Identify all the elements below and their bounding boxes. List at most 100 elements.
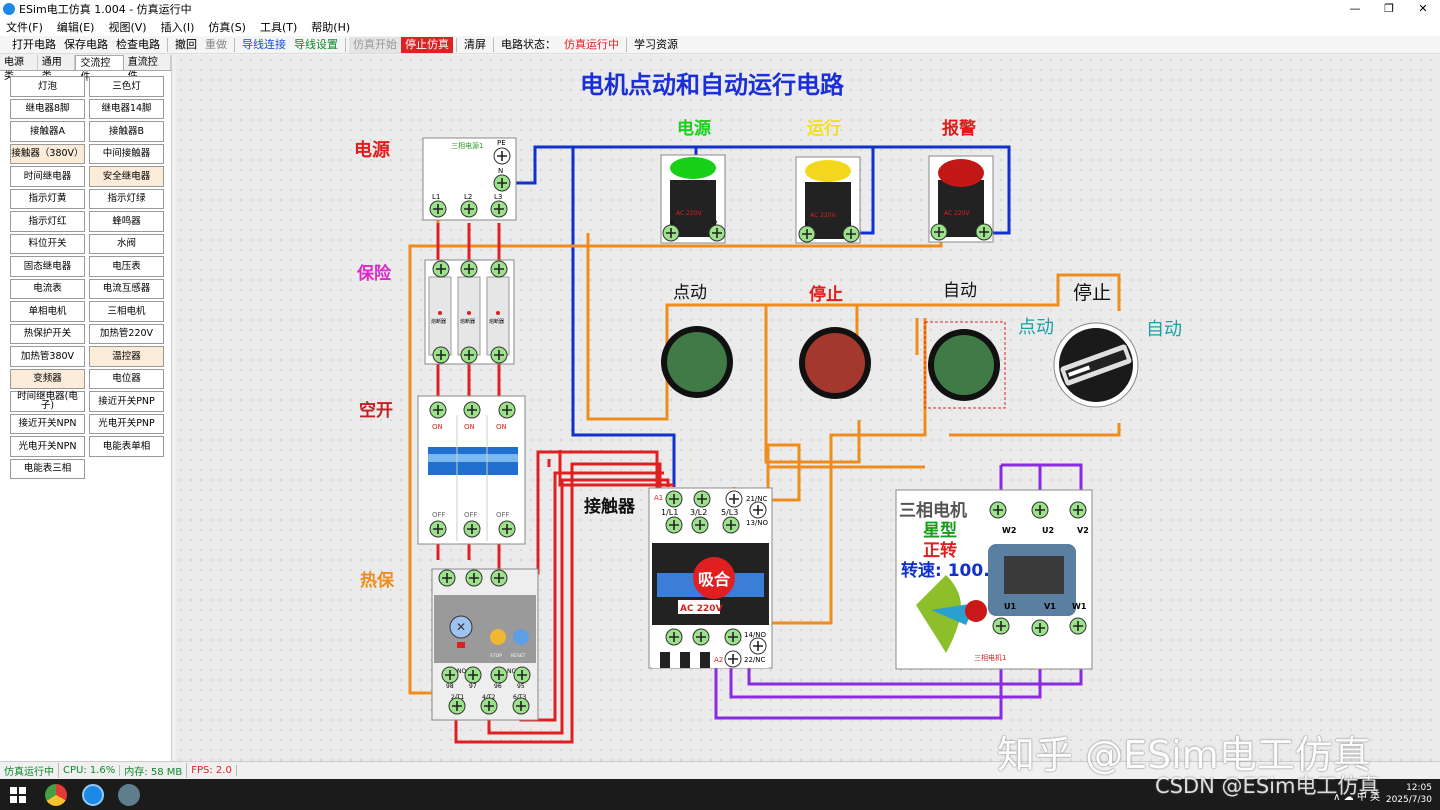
palette-item[interactable]: 接近开关PNP [89,391,164,412]
close-button[interactable]: ✕ [1418,2,1428,15]
windows-start-icon[interactable] [10,787,26,803]
tab-general[interactable]: 通用类 [38,55,76,82]
palette-item[interactable]: 电位器 [89,368,164,389]
breaker-on-2: ON [464,423,475,431]
l3-terminal[interactable] [490,200,508,218]
breaker-on-3: ON [496,423,507,431]
palette-item[interactable]: 水阀 [89,233,164,254]
esim-taskbar-icon[interactable] [82,784,104,806]
palette-item[interactable]: 电能表三相 [10,458,85,479]
check-circuit-button[interactable]: 检查电路 [116,37,160,51]
palette-item[interactable]: 热保护开关 [10,323,85,344]
three-phase-source[interactable]: 三相电源1 PE N L1 L2 L3 [422,137,517,221]
l1-terminal[interactable] [429,200,447,218]
minimize-button[interactable]: — [1349,2,1361,15]
menu-insert[interactable]: 插入(I) [160,20,195,34]
auto-button-label: 自动 [943,281,977,301]
palette-item[interactable]: 继电器8脚 [10,98,85,119]
menu-view[interactable]: 视图(V) [108,20,147,34]
label-breaker: 空开 [359,400,393,421]
palette-item[interactable]: 三色灯 [89,76,164,97]
palette-item[interactable]: 光电开关PNP [89,413,164,434]
palette-item[interactable]: 接触器（380V） [10,143,85,164]
sim-stop-button[interactable]: 停止仿真 [401,36,453,53]
pe-terminal[interactable] [493,147,511,165]
palette-item[interactable]: 电压表 [89,256,164,277]
n-terminal[interactable] [493,174,511,192]
undo-button[interactable]: 撤回 [175,37,197,51]
palette-item[interactable]: 接触器A [10,121,85,142]
palette-item[interactable]: 接触器B [89,121,164,142]
wire-connect-button[interactable]: 导线连接 [242,37,286,51]
palette-item[interactable]: 电流互感器 [89,278,164,299]
menu-edit[interactable]: 编辑(E) [56,20,95,34]
open-circuit-button[interactable]: 打开电路 [12,37,56,51]
circuit-canvas[interactable]: 电机点动和自动运行电路 电源 保险 空开 热保 接触器 三相电源1 PE N L… [176,55,1440,761]
palette-item[interactable]: 单相电机 [10,301,85,322]
zhihu-watermark: 知乎 @ESim电工仿真 [997,733,1371,777]
palette-item[interactable]: 光电开关NPN [10,436,85,457]
palette-item[interactable]: 蜂鸣器 [89,211,164,232]
l2-terminal[interactable] [460,200,478,218]
app-taskbar-icon[interactable] [118,784,140,806]
palette-item[interactable]: 指示灯绿 [89,188,164,209]
palette-item[interactable]: 接近开关NPN [10,413,85,434]
thermal-95: 95 [517,683,525,690]
tab-ac-controls[interactable]: 交流控件 [75,55,124,83]
motor-w2: W2 [1002,526,1016,535]
palette-item[interactable]: 三相电机 [89,301,164,322]
tab-dc-controls[interactable]: 直流控件 [124,55,171,82]
redo-button[interactable]: 重做 [205,37,227,51]
palette-item[interactable]: 变频器 [10,368,85,389]
contactor[interactable]: 吸合 AC 220V 1/L1 3/L2 5/L3 A1 21/NC 13/NO… [648,487,773,669]
toolbar-divider [493,37,494,52]
stop-push-button[interactable] [799,327,871,399]
menu-tools[interactable]: 工具(T) [259,20,298,34]
mode-selector-switch[interactable] [1053,322,1139,408]
thermal-relay[interactable]: ✕ STOP RESET NO NC 98 97 96 95 2/T1 4/T2… [431,568,539,721]
jog-push-button[interactable] [661,326,733,398]
motor-v1: V1 [1044,602,1056,611]
palette-item[interactable]: 时间继电器(电子) [10,391,85,412]
three-phase-motor[interactable]: 三相电机 星型 正转 转速: 100.0% W2 U2 V2 U1 V1 W1 … [895,489,1093,670]
palette-item[interactable]: 料位开关 [10,233,85,254]
menu-file[interactable]: 文件(F) [6,20,43,34]
palette-item[interactable]: 固态继电器 [10,256,85,277]
lamp-power[interactable]: AC 220V 1 2 [660,154,726,244]
palette-item[interactable]: 加热管380V [10,346,85,367]
lamp-run[interactable]: AC 220V 1 2 [795,156,861,244]
fuse-block[interactable]: 熔断器 熔断器 熔断器 [424,259,515,365]
palette-item[interactable]: 继电器14脚 [89,98,164,119]
tab-power[interactable]: 电源类 [0,55,38,82]
system-tray[interactable]: ∧ ☁ 中 英 [1333,792,1380,803]
palette-item[interactable]: 加热管220V [89,323,164,344]
contactor-l3: 5/L3 [721,508,738,517]
lamp-alarm[interactable]: AC 220V 1 2 [928,155,994,243]
palette-item[interactable]: 时间继电器 [10,166,85,187]
circuit-breaker[interactable]: ON ON ON OFF OFF OFF [417,395,526,545]
lamp-run-label: 运行 [807,118,841,139]
palette-item[interactable]: 中间接触器 [89,143,164,164]
menu-simulate[interactable]: 仿真(S) [208,20,246,34]
palette-item[interactable]: 电流表 [10,278,85,299]
clear-screen-button[interactable]: 清屏 [464,37,486,51]
palette-item[interactable]: 指示灯黄 [10,188,85,209]
selector-jog-label: 点动 [1018,317,1054,338]
fuse-label-1: 熔断器 [431,318,446,325]
palette-item[interactable]: 温控器 [89,346,164,367]
palette-item[interactable]: 指示灯红 [10,211,85,232]
wire-settings-button[interactable]: 导线设置 [294,37,338,51]
auto-push-button[interactable] [924,321,1006,409]
lamp-run-voltage: AC 220V [810,212,837,219]
app-logo-icon [3,2,15,15]
save-circuit-button[interactable]: 保存电路 [64,37,108,51]
learning-resources-button[interactable]: 学习资源 [634,37,678,51]
palette-item[interactable]: 灯泡 [10,76,85,97]
menu-help[interactable]: 帮助(H) [311,20,351,34]
chrome-icon[interactable] [45,784,67,806]
palette-item[interactable]: 安全继电器 [89,166,164,187]
clock[interactable]: 12:05 2025/7/30 [1386,782,1432,806]
sim-start-button[interactable]: 仿真开始 [349,36,401,53]
maximize-button[interactable]: ❐ [1384,2,1394,15]
palette-item[interactable]: 电能表单相 [89,436,164,457]
